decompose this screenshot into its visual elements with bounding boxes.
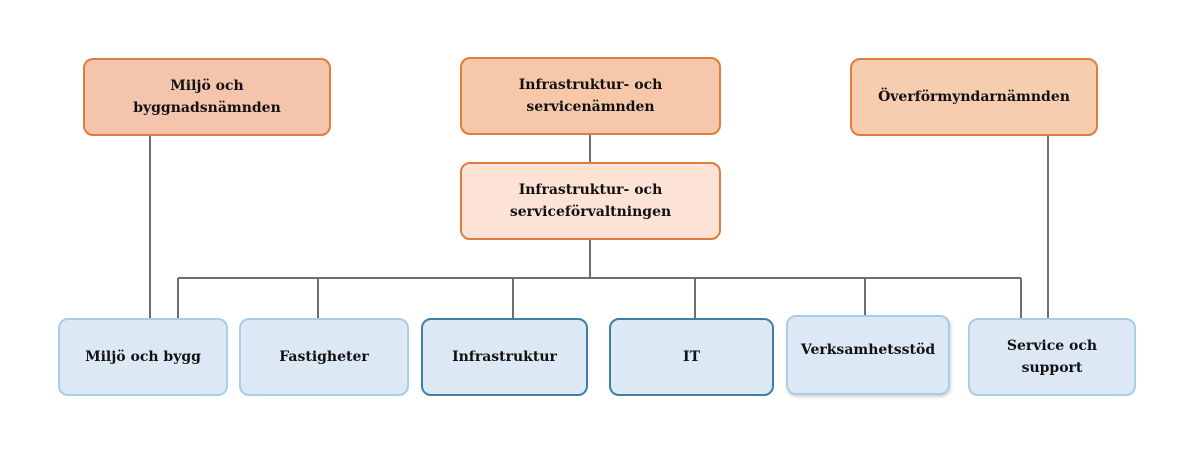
board-label: Miljö och byggnadsnämnden (133, 78, 281, 116)
unit-verksamhetsstod: Verksamhetsstöd (786, 315, 950, 395)
unit-infrastruktur: Infrastruktur (421, 318, 588, 396)
board-label: Infrastruktur- och servicenämnden (518, 77, 663, 115)
unit-fastigheter: Fastigheter (239, 318, 409, 396)
unit-label: Miljö och bygg (85, 349, 201, 365)
board-label: Överförmyndarnämnden (878, 89, 1070, 105)
unit-label: Verksamhetsstöd (800, 342, 936, 358)
board-miljo-och-byggnadsnamnden: Miljö och byggnadsnämnden (83, 58, 331, 136)
unit-it: IT (609, 318, 774, 396)
board-overformyndarnamnden: Överförmyndarnämnden (850, 58, 1098, 136)
administration-label: Infrastruktur- och serviceförvaltningen (509, 182, 672, 220)
unit-service-och-support: Service och support (968, 318, 1136, 396)
unit-label: Fastigheter (279, 349, 369, 365)
administration-infrastruktur-och-serviceforvaltningen: Infrastruktur- och serviceförvaltningen (460, 162, 721, 240)
unit-label: Infrastruktur (452, 349, 557, 365)
unit-miljo-och-bygg: Miljö och bygg (58, 318, 228, 396)
unit-label: IT (683, 349, 700, 365)
board-infrastruktur-och-servicenamnden: Infrastruktur- och servicenämnden (460, 57, 721, 135)
unit-label: Service och support (1006, 338, 1098, 376)
